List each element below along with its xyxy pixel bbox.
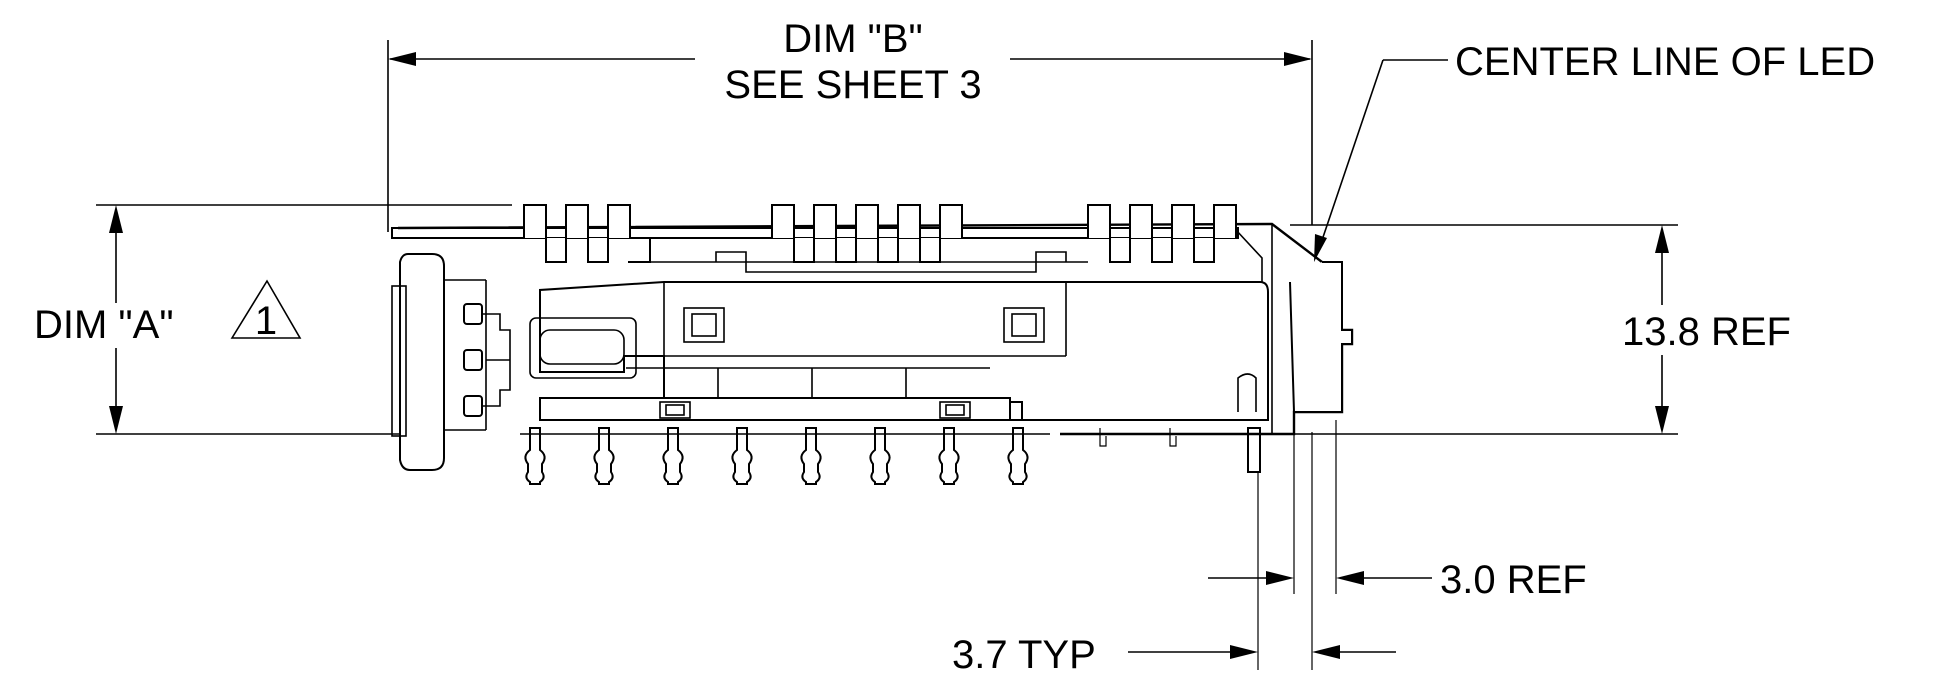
ref-13-8-dimension [1290, 224, 1678, 435]
dim-a-dimension [96, 204, 512, 435]
revision-triangle-number: 1 [255, 299, 277, 343]
center-line-leader [1314, 59, 1448, 262]
led-lens-window [529, 317, 637, 379]
ref-13-8-label: 13.8 REF [1622, 310, 1791, 354]
led-light-pipe [1271, 224, 1353, 434]
dim-b-label: DIM "B" [783, 17, 923, 61]
latch-windows [683, 307, 1045, 343]
typ-3-7-label: 3.7 TYP [952, 633, 1096, 677]
center-line-label: CENTER LINE OF LED [1455, 40, 1875, 84]
lower-rail [539, 367, 1023, 421]
ref-3-0-dimension [1208, 420, 1432, 594]
press-fit-pins [524, 427, 1261, 485]
dim-a-label: DIM "A" [34, 303, 174, 347]
typ-3-7-dimension [1128, 432, 1396, 670]
dim-b-dimension [387, 40, 1313, 232]
heatsink-fins [523, 204, 1237, 263]
ref-3-0-label: 3.0 REF [1440, 558, 1587, 602]
connector-drawing [391, 204, 1354, 485]
revision-triangle [230, 279, 302, 339]
front-bezel [391, 253, 511, 471]
dim-b-sheet-note: SEE SHEET 3 [724, 63, 981, 107]
